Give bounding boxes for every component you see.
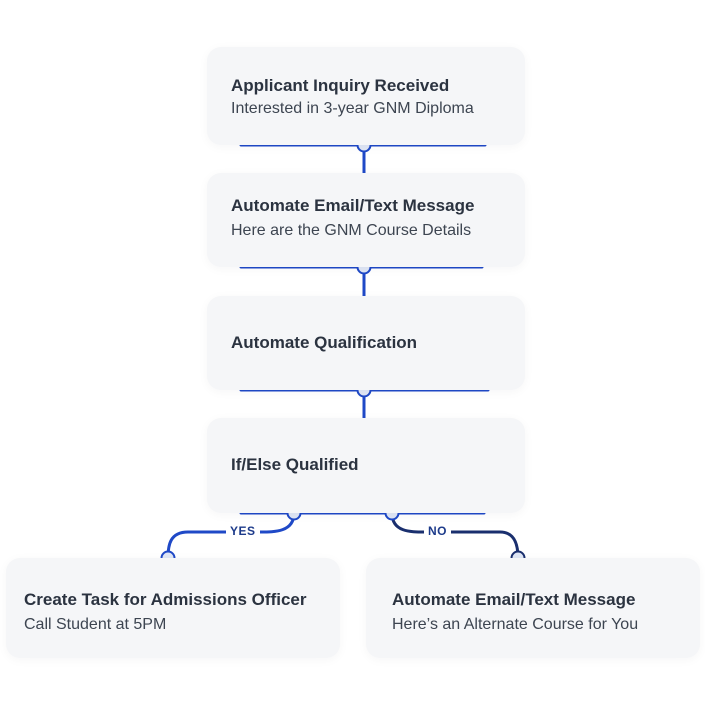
step-subtitle: Here are the GNM Course Details: [231, 222, 472, 239]
step-title: Applicant Inquiry Received: [231, 76, 450, 95]
step-card-if-else-qualified: If/Else Qualified: [207, 418, 525, 513]
step-card-applicant-inquiry: Applicant Inquiry Received Interested in…: [207, 47, 525, 145]
no-branch-line: [390, 512, 520, 559]
step-title: If/Else Qualified: [231, 455, 359, 474]
yes-branch-label: YES: [226, 524, 260, 538]
outcome-subtitle: Call Student at 5PM: [24, 616, 167, 633]
outcome-card-create-task: Create Task for Admissions Officer Call …: [6, 558, 340, 658]
step-card-automate-email: Automate Email/Text Message Here are the…: [207, 173, 525, 267]
outcome-title: Automate Email/Text Message: [392, 590, 636, 609]
step-card-automate-qualification: Automate Qualification: [207, 296, 525, 390]
step-title: Automate Email/Text Message: [231, 196, 475, 215]
step-title: Automate Qualification: [231, 333, 418, 352]
outcome-subtitle: Here’s an Alternate Course for You: [392, 616, 639, 633]
outcome-title: Create Task for Admissions Officer: [24, 590, 307, 609]
no-branch-label: NO: [424, 524, 451, 538]
yes-branch-line: [166, 512, 296, 559]
step-subtitle: Interested in 3-year GNM Diploma: [231, 100, 474, 117]
outcome-card-alternate-course: Automate Email/Text Message Here’s an Al…: [366, 558, 700, 658]
